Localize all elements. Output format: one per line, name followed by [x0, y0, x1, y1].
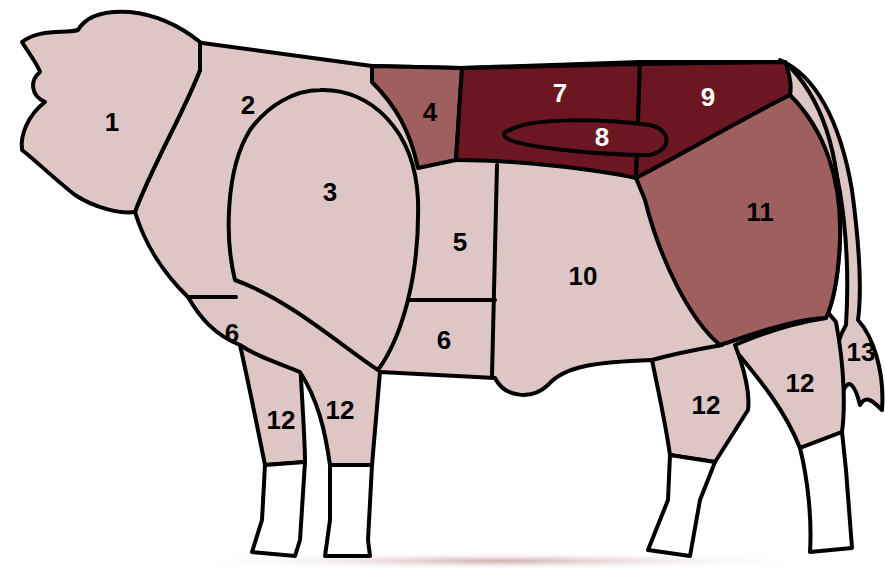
callout-number: 6: [225, 320, 239, 346]
callout-number: 4: [423, 99, 437, 125]
head-region: [22, 12, 200, 213]
callout-number: 6: [437, 327, 451, 353]
callout-number: 12: [267, 407, 296, 433]
callout-number: 1: [105, 109, 119, 135]
cut-line: [652, 345, 722, 360]
hoof: [648, 455, 715, 556]
callout-number: 12: [692, 392, 721, 418]
hoof: [252, 462, 305, 556]
callout-number: 9: [701, 84, 715, 110]
tenderloin-region: [504, 120, 667, 155]
cut-line: [408, 298, 495, 302]
body-outline: [135, 42, 840, 465]
callout-number: 11: [746, 199, 774, 225]
callout-number: 12: [326, 397, 355, 423]
hoof: [800, 432, 852, 552]
callout-number: 10: [569, 263, 598, 289]
round-region: [636, 95, 840, 345]
callout-number: 13: [847, 339, 876, 365]
callout-number: 3: [323, 179, 337, 205]
shoulder-region: [229, 90, 418, 370]
cut-line: [188, 295, 236, 299]
callout-number: 2: [241, 92, 255, 118]
callout-number: 12: [786, 370, 815, 396]
callout-number: 8: [595, 124, 609, 150]
callout-number: 5: [453, 229, 467, 255]
cut-line: [492, 165, 497, 376]
callout-number: 7: [553, 80, 567, 106]
hoof: [325, 465, 372, 556]
